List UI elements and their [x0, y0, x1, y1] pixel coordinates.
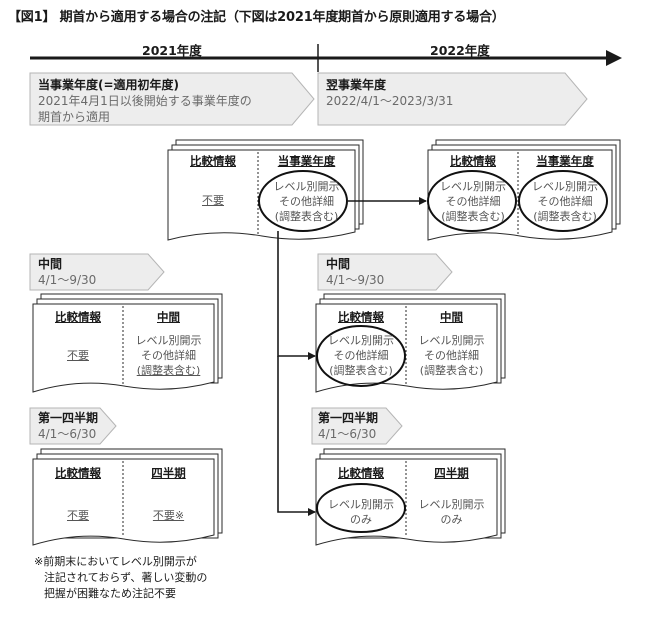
card-header-comparative: 比較情報 — [55, 466, 101, 480]
period-label-next: 翌事業年度 2022/4/1～2023/3/31 — [326, 77, 453, 109]
period-detail: 期首から適用 — [38, 110, 111, 124]
highlight-ellipse-annual-next-left — [427, 170, 517, 232]
cell-not-required: 不要 — [67, 509, 89, 522]
cell-level-disclosure: レベル別開示 その他詳細 (調整表含む) — [135, 334, 202, 377]
card-stack-annual-current — [167, 139, 364, 241]
period-label-q1-right: 第一四半期 4/1～6/30 — [318, 410, 378, 442]
period-title: 第一四半期 — [318, 411, 379, 425]
period-title: 翌事業年度 — [326, 78, 387, 92]
cell-level-disclosure: レベル別開示 その他詳細 (調整表含む) — [532, 180, 598, 223]
period-label-q1-left: 第一四半期 4/1～6/30 — [38, 410, 98, 442]
period-detail: 2021年4月1日以後開始する事業年度の — [38, 94, 252, 108]
period-detail: 4/1～9/30 — [38, 273, 97, 287]
highlight-ellipse-interim-right — [316, 325, 406, 387]
timeline — [30, 44, 622, 72]
period-title: 中間 — [38, 257, 63, 271]
period-arrow-interim-left — [29, 253, 165, 291]
period-arrow-interim-right — [317, 253, 453, 291]
card-header-comparative: 比較情報 — [190, 154, 236, 168]
period-title: 当事業年度(=適用初年度) — [38, 78, 180, 92]
cell-level-disclosure: レベル別開示 その他詳細 (調整表含む) — [440, 180, 506, 223]
cell-level-disclosure: レベル別開示 その他詳細 (調整表含む) — [328, 334, 394, 377]
period-detail: 2022/4/1～2023/3/31 — [326, 94, 454, 108]
arrow-to-interim-right — [277, 231, 316, 360]
card-header-interim: 中間 — [157, 310, 180, 324]
period-detail: 4/1～6/30 — [318, 427, 377, 441]
period-arrow-next — [317, 72, 588, 126]
year-label-2022: 2022年度 — [430, 43, 490, 58]
period-label-current: 当事業年度(=適用初年度) 2021年4月1日以後開始する事業年度の 期首から適… — [38, 77, 252, 125]
period-title: 中間 — [326, 257, 351, 271]
year-label-2021: 2021年度 — [142, 43, 202, 58]
card-header-interim: 中間 — [440, 310, 463, 324]
card-stack-q1-left — [32, 448, 223, 546]
cell-level-disclosure: レベル別開示 その他詳細 (調整表含む) — [273, 180, 340, 223]
figure-title: 【図1】 期首から適用する場合の注記（下図は2021年度期首から原則適用する場合… — [8, 10, 505, 25]
highlight-ellipse-q1-right — [316, 483, 406, 533]
footnote-line: 注記されておらず、著しい変動の — [44, 571, 208, 584]
period-arrow-q1-left — [29, 407, 117, 445]
footnote-line: ※前期末においてレベル別開示が — [34, 555, 197, 568]
cell-level-disclosure-only: レベル別開示 のみ — [418, 498, 485, 526]
period-label-interim-left: 中間 4/1～9/30 — [38, 256, 96, 288]
card-header-current-year: 当事業年度 — [277, 154, 336, 168]
card-header-quarter: 四半期 — [434, 466, 469, 480]
card-header-comparative: 比較情報 — [338, 466, 384, 480]
card-header-quarter: 四半期 — [151, 466, 186, 480]
card-header-current-year: 当事業年度 — [536, 154, 594, 168]
card-header-comparative: 比較情報 — [55, 310, 101, 324]
period-label-interim-right: 中間 4/1～9/30 — [326, 256, 384, 288]
cell-level-disclosure-only: レベル別開示 のみ — [328, 498, 394, 526]
period-title: 第一四半期 — [38, 411, 99, 425]
arrow-to-q1-right — [277, 356, 316, 516]
highlight-ellipse-annual-next-right — [518, 170, 608, 232]
cell-not-required: 不要 — [202, 194, 224, 207]
card-stack-q1-right — [315, 448, 506, 546]
cell-not-required-note: 不要※ — [152, 509, 185, 522]
period-detail: 4/1～6/30 — [38, 427, 97, 441]
period-arrow-current — [29, 72, 315, 126]
timeline-arrowhead — [606, 50, 622, 66]
period-arrow-q1-right — [311, 407, 403, 445]
footnote: ※前期末においてレベル別開示が 注記されておらず、著しい変動の 把握が困難なため… — [34, 554, 207, 602]
card-header-comparative: 比較情報 — [338, 310, 384, 324]
cell-not-required: 不要 — [67, 349, 89, 362]
cell-level-disclosure: レベル別開示 その他詳細 (調整表含む) — [418, 334, 485, 377]
card-header-comparative: 比較情報 — [450, 154, 496, 168]
footnote-line: 把握が困難なため注記不要 — [44, 587, 176, 600]
card-stack-interim-left — [32, 293, 223, 393]
period-detail: 4/1～9/30 — [326, 273, 385, 287]
